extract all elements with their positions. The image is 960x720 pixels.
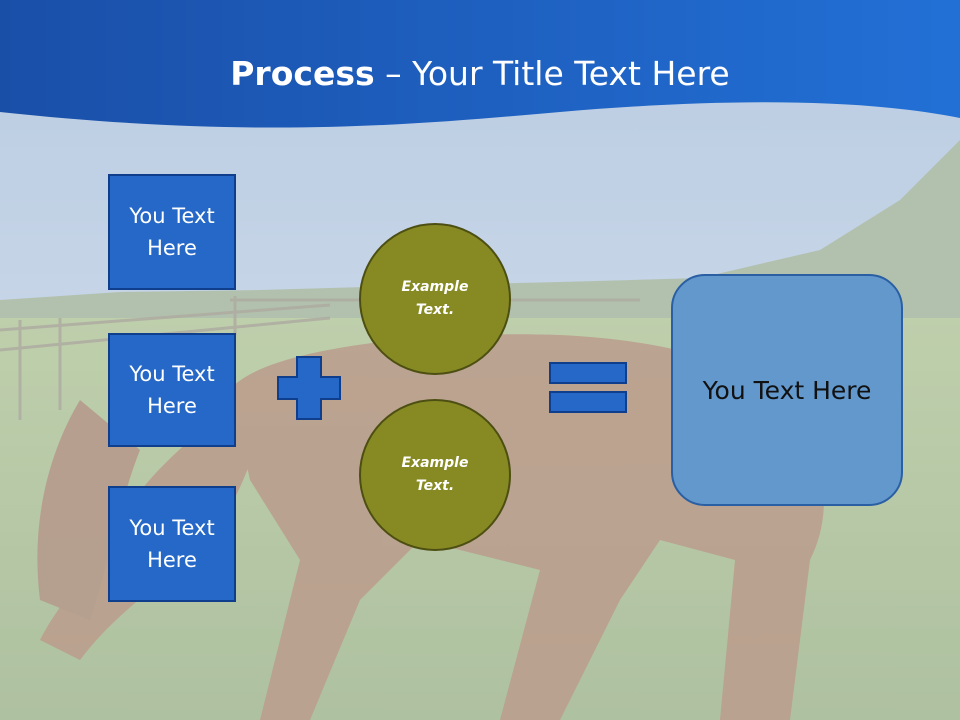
- slide-title: Process – Your Title Text Here: [0, 48, 960, 100]
- title-bold: Process: [230, 54, 375, 93]
- input-box-label: You Text Here: [129, 362, 215, 418]
- input-box-label: You Text Here: [129, 204, 215, 260]
- circle-label: Example Text.: [401, 455, 469, 494]
- example-circle-1: Example Text.: [359, 223, 511, 375]
- result-box-label: You Text Here: [702, 375, 872, 405]
- plus-icon: [277, 356, 341, 420]
- equals-icon: [549, 362, 627, 413]
- input-box-1: You Text Here: [108, 174, 236, 290]
- input-box-label: You Text Here: [129, 516, 215, 572]
- example-circle-2: Example Text.: [359, 399, 511, 551]
- input-box-3: You Text Here: [108, 486, 236, 602]
- title-rest: – Your Title Text Here: [374, 54, 730, 93]
- input-box-2: You Text Here: [108, 333, 236, 447]
- result-box: You Text Here: [671, 274, 903, 506]
- circle-label: Example Text.: [401, 279, 469, 318]
